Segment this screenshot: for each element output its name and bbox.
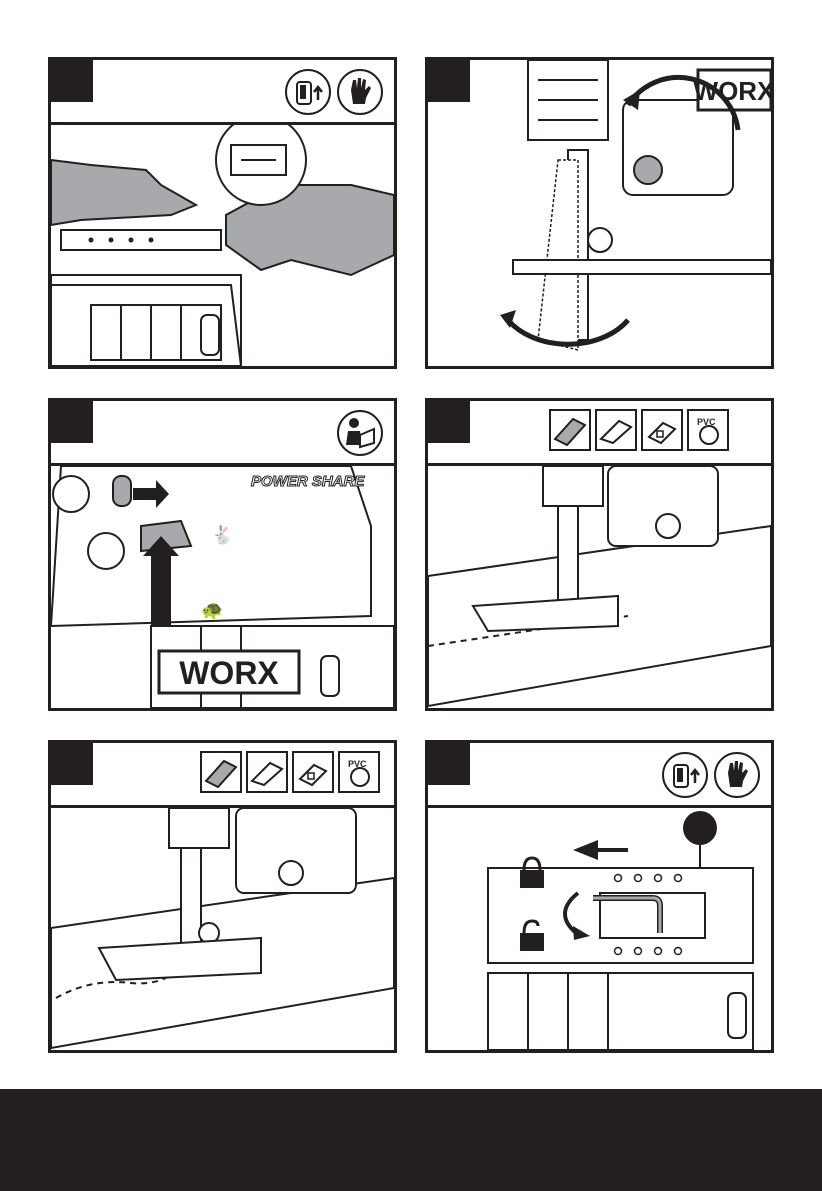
panel-5: PVC (48, 740, 397, 1053)
panel-2: WORX (425, 57, 774, 369)
wood-material-icon (549, 409, 591, 451)
pvc-label: PVC (348, 759, 367, 769)
illustration-remove-battery-hand (51, 125, 394, 366)
square-profile-icon (641, 409, 683, 451)
callout-circle-filled (683, 811, 717, 845)
pvc-pipe-icon: PVC (687, 409, 729, 451)
panel-header (428, 743, 771, 808)
square-profile-icon (292, 751, 334, 793)
illustration-bevel-adjust (428, 808, 771, 1050)
gloves-icon (713, 751, 761, 799)
aluminium-profile-icon (246, 751, 288, 793)
pvc-pipe-icon: PVC (338, 751, 380, 793)
step-number-badge (51, 401, 93, 443)
panel-header: PVC (428, 401, 771, 466)
worx-logo: WORX (179, 655, 279, 691)
panel-4: PVC (425, 398, 774, 711)
worx-logo: WORX (694, 76, 771, 106)
step-number-badge (428, 743, 470, 785)
step-number-badge (51, 743, 93, 785)
wood-material-icon (200, 751, 242, 793)
gloves-icon (336, 68, 384, 116)
svg-text:🐢: 🐢 (201, 600, 223, 620)
callout-circle-2 (88, 533, 124, 569)
panel-header (51, 401, 394, 466)
pvc-label: PVC (697, 417, 716, 427)
aluminium-profile-icon (595, 409, 637, 451)
step-number-badge (51, 60, 93, 102)
battery-remove-icon (284, 68, 332, 116)
panel-header (51, 60, 394, 125)
panel-3: POWER SHARE 🐇 🐢 WORX (48, 398, 397, 711)
step-number-badge (428, 401, 470, 443)
illustration-curved-cut (51, 808, 394, 1050)
page-footer-band (0, 1089, 822, 1191)
callout-circle-1 (53, 476, 89, 512)
lock-icon (520, 858, 544, 888)
battery-remove-icon (661, 751, 709, 799)
illustration-straight-cut (428, 466, 771, 708)
illustration-blade-clamp-rotate: WORX (428, 60, 771, 366)
panel-6 (425, 740, 774, 1053)
svg-text:🐇: 🐇 (211, 524, 233, 545)
read-manual-icon (336, 409, 384, 457)
illustration-speed-selector: POWER SHARE 🐇 🐢 WORX (51, 466, 394, 708)
panel-header: PVC (51, 743, 394, 808)
panel-1 (48, 57, 397, 369)
power-share-label: POWER SHARE (251, 473, 365, 490)
